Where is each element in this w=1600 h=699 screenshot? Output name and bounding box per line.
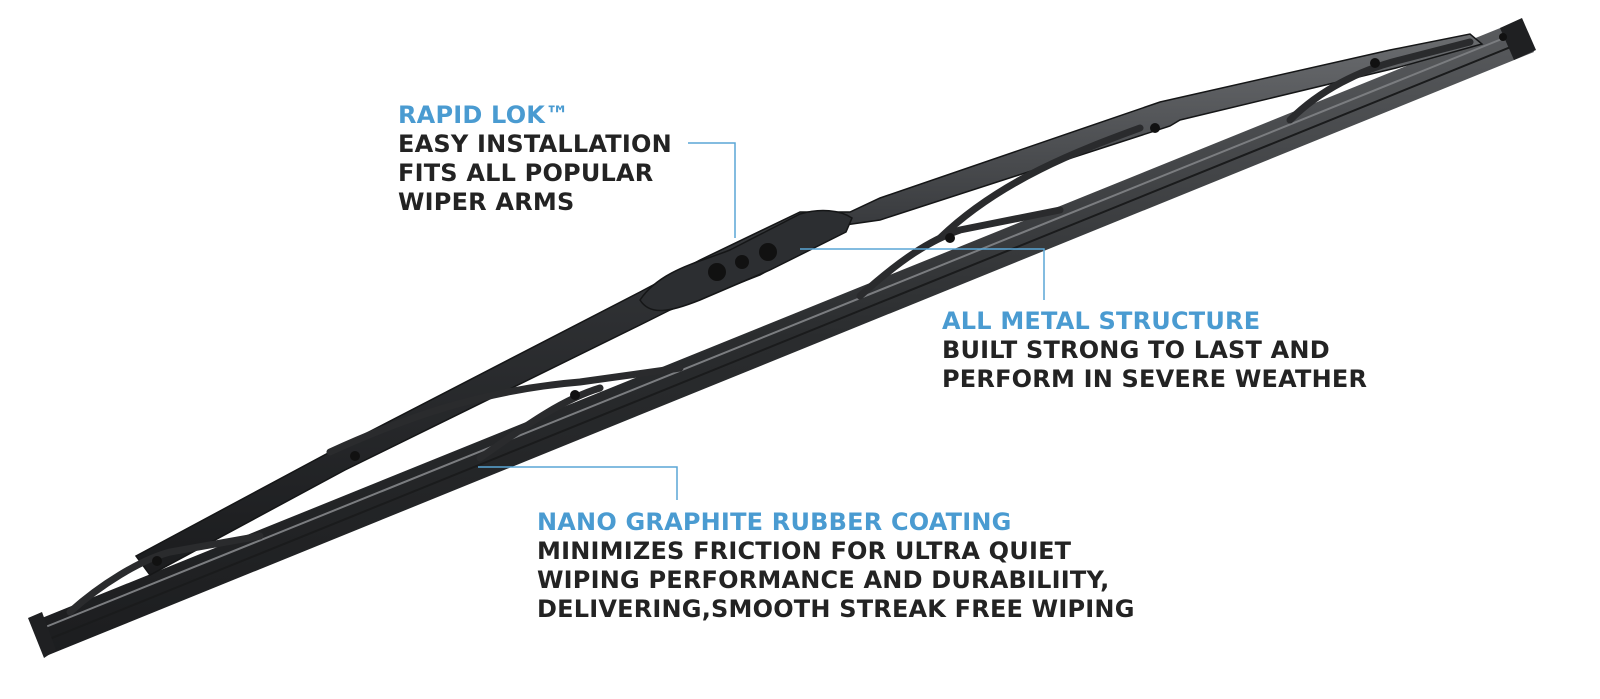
leader-line-metal-structure xyxy=(800,248,1045,300)
wiper-frame xyxy=(134,33,1484,576)
yoke-rivets xyxy=(152,33,1507,566)
callout-line: MINIMIZES FRICTION FOR ULTRA QUIET xyxy=(537,537,1072,565)
leader-line-rapid-lok xyxy=(688,142,736,238)
leader-line-nano-graphite xyxy=(478,466,678,500)
callout-line: WIPING PERFORMANCE AND DURABILIITY, xyxy=(537,566,1110,594)
callout-line: FITS ALL POPULAR xyxy=(398,159,654,187)
callout-title: RAPID LOK™ xyxy=(398,101,570,129)
wiper-yokes xyxy=(66,38,1474,616)
callout-line: PERFORM IN SEVERE WEATHER xyxy=(942,365,1368,393)
callout-line: EASY INSTALLATION xyxy=(398,130,672,158)
callout-line: BUILT STRONG TO LAST AND xyxy=(942,336,1330,364)
callout-title: NANO GRAPHITE RUBBER COATING xyxy=(537,508,1012,536)
callout-line: WIPER ARMS xyxy=(398,188,575,216)
callout-line: DELIVERING,SMOOTH STREAK FREE WIPING xyxy=(537,595,1135,623)
callout-nano-graphite: NANO GRAPHITE RUBBER COATING MINIMIZES F… xyxy=(537,508,1135,624)
callout-title: ALL METAL STRUCTURE xyxy=(942,307,1261,335)
callout-metal-structure: ALL METAL STRUCTURE BUILT STRONG TO LAST… xyxy=(942,307,1367,394)
leader-lines xyxy=(478,142,1045,500)
wiper-rubber-blade xyxy=(28,18,1536,658)
callout-rapid-lok: RAPID LOK™ EASY INSTALLATION FITS ALL PO… xyxy=(398,101,672,217)
